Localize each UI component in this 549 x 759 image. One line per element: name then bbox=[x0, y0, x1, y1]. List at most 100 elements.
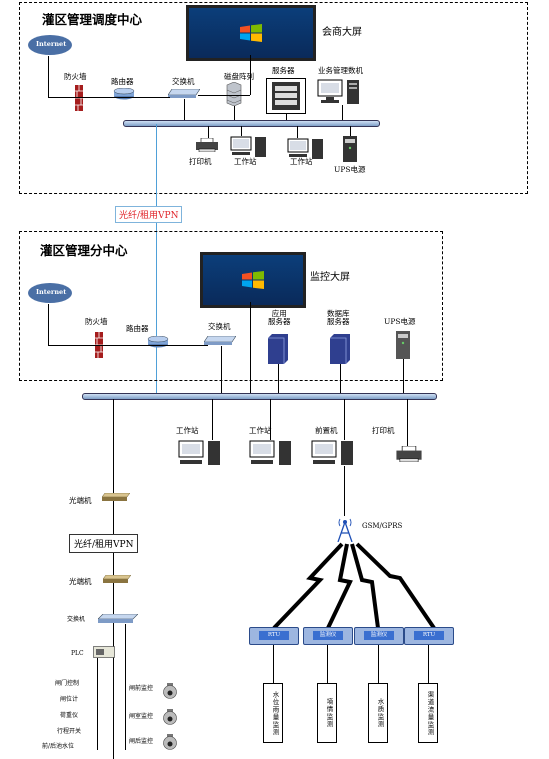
monitoring-big-screen bbox=[200, 252, 306, 308]
sub-firewall-label: 防火墙 bbox=[85, 317, 108, 326]
printer-icon bbox=[396, 446, 422, 462]
field-item-2: 荷重仪 bbox=[60, 712, 79, 719]
camera-label-2: 闸后监控 bbox=[129, 738, 154, 745]
switch-icon bbox=[98, 614, 138, 623]
top-link-screen-drop bbox=[250, 55, 251, 95]
gsm-label: GSM/GPRS bbox=[362, 522, 403, 530]
monitoring-screen-label: 监控大屏 bbox=[310, 272, 350, 283]
workstation-icon bbox=[178, 440, 220, 465]
field-item-1: 闸位计 bbox=[60, 696, 79, 703]
top-link-server-bus bbox=[286, 114, 287, 120]
business-server-label: 业务管理数机 bbox=[318, 66, 363, 75]
wireless-link-icons bbox=[272, 542, 436, 630]
dispatch-center-frame bbox=[19, 2, 528, 194]
station-box-2: 水质监测 bbox=[368, 683, 388, 743]
sub-link-ups-bus bbox=[403, 359, 404, 395]
sub-link-screen-drop bbox=[250, 302, 251, 395]
field-switch-label: 交换机 bbox=[67, 616, 86, 623]
field-item-4: 前/后池水位 bbox=[42, 743, 75, 750]
optical-terminal-icon bbox=[102, 493, 130, 501]
firewall-icon bbox=[75, 85, 83, 111]
app-server-label: 应用 服务器 bbox=[268, 309, 291, 327]
server-label: 服务器 bbox=[272, 66, 295, 75]
router-label: 路由器 bbox=[111, 77, 134, 86]
disk-array-icon bbox=[226, 82, 242, 106]
rtu-device: RTU bbox=[249, 627, 299, 645]
printer-icon bbox=[196, 138, 218, 152]
workstation2-label: 工作站 bbox=[290, 157, 313, 166]
lower-ws2-label: 工作站 bbox=[249, 426, 272, 435]
dispatch-center-title: 灌区管理调度中心 bbox=[42, 12, 143, 27]
internet-cloud-icon bbox=[28, 35, 72, 55]
lower-printer-label: 打印机 bbox=[372, 426, 395, 435]
optical1-label: 光端机 bbox=[69, 496, 92, 505]
field-bus-right bbox=[125, 624, 126, 750]
top-link-ws1 bbox=[241, 126, 242, 136]
dome-camera-icon bbox=[163, 683, 177, 699]
field-item-0: 闸门控制 bbox=[55, 680, 80, 687]
rtu-device: RTU bbox=[404, 627, 454, 645]
dome-camera-icon bbox=[163, 734, 177, 750]
top-link-switch-bus bbox=[184, 99, 185, 120]
sub-link-internet-row bbox=[48, 345, 208, 346]
camera-label-0: 闸前监控 bbox=[129, 685, 154, 692]
station-link-2 bbox=[378, 645, 379, 683]
sub-link-switch-bus bbox=[221, 346, 222, 395]
vpn-lower-label: 光纤/租用VPN bbox=[69, 534, 139, 553]
switch-icon bbox=[168, 89, 200, 98]
switch-label: 交换机 bbox=[172, 77, 195, 86]
ups-label: UPS电源 bbox=[334, 165, 366, 174]
workstation-icon bbox=[230, 136, 266, 157]
station-box-1: 墒情监测 bbox=[317, 683, 337, 743]
antenna-tower-icon bbox=[337, 518, 353, 542]
sub-ups-label: UPS电源 bbox=[384, 317, 416, 326]
firewall-label: 防火墙 bbox=[64, 72, 87, 81]
top-link-printer bbox=[208, 126, 209, 138]
sub-center-title: 灌区管理分中心 bbox=[40, 243, 128, 258]
consultation-screen-label: 会商大屏 bbox=[322, 27, 362, 38]
router-icon bbox=[113, 88, 135, 100]
monitor-device: 监测仪 bbox=[354, 627, 404, 645]
lower-link-printer bbox=[407, 399, 408, 446]
internet-label: Internet bbox=[36, 40, 67, 48]
lower-link-ws2 bbox=[270, 399, 271, 440]
vpn-link-line-top bbox=[156, 124, 157, 396]
station-link-0 bbox=[273, 645, 274, 683]
top-link-ws2 bbox=[297, 126, 298, 138]
top-link-internet-drop bbox=[48, 56, 49, 97]
front-machine-icon bbox=[311, 440, 353, 465]
station-link-3 bbox=[428, 645, 429, 683]
windows-logo-icon bbox=[242, 271, 264, 289]
dome-camera-icon bbox=[163, 709, 177, 725]
main-backbone-bus bbox=[82, 393, 437, 400]
lower-link-front bbox=[344, 399, 345, 440]
station-link-1 bbox=[327, 645, 328, 683]
windows-logo-icon bbox=[240, 24, 262, 42]
app-server-icon bbox=[268, 334, 288, 364]
top-link-disk-bus bbox=[234, 106, 235, 120]
plc-icon bbox=[93, 646, 115, 658]
switch-icon bbox=[204, 336, 236, 345]
disk-array-label: 磁盘阵列 bbox=[224, 72, 254, 81]
db-server-label: 数据库 服务器 bbox=[327, 309, 350, 327]
sub-link-db-bus bbox=[340, 364, 341, 395]
monitor-device: 监测仪 bbox=[303, 627, 353, 645]
optical-terminal-icon bbox=[103, 575, 131, 583]
ups-icon bbox=[343, 136, 357, 162]
lower-ws1-label: 工作站 bbox=[176, 426, 199, 435]
sub-link-app-bus bbox=[278, 364, 279, 395]
optical2-label: 光端机 bbox=[69, 577, 92, 586]
ups-icon bbox=[396, 331, 410, 359]
top-link-biz-bus bbox=[342, 105, 343, 120]
workstation-icon bbox=[249, 440, 291, 465]
sub-router-label: 路由器 bbox=[126, 324, 149, 333]
business-server-workstation-icon bbox=[317, 79, 359, 104]
front-machine-label: 前置机 bbox=[315, 426, 338, 435]
database-server-icon bbox=[330, 334, 350, 364]
workstation-icon bbox=[287, 138, 323, 159]
lower-link-ws1 bbox=[212, 399, 213, 440]
plc-label: PLC bbox=[71, 650, 84, 657]
top-backbone-bus bbox=[123, 120, 380, 127]
vpn-top-label: 光纤/租用VPN bbox=[115, 206, 183, 223]
printer-label: 打印机 bbox=[189, 157, 212, 166]
